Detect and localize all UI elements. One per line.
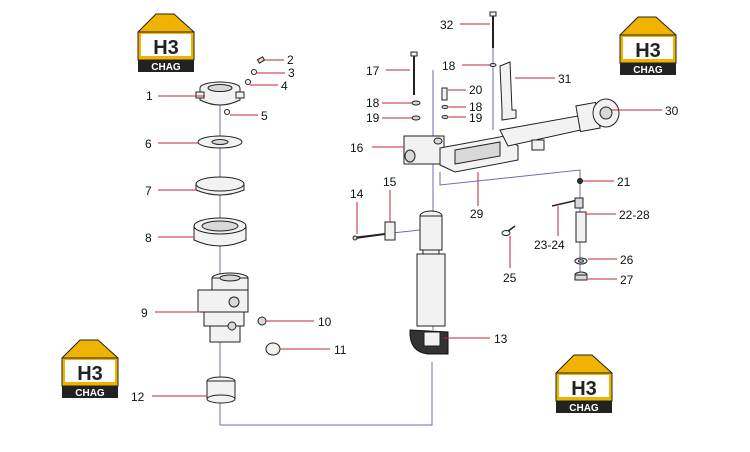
callout-1: 1	[146, 89, 153, 103]
brand-logo-top-right: H3 CHAG	[619, 16, 677, 76]
logo-name: CHAG	[569, 403, 599, 414]
callout-31: 31	[558, 72, 572, 86]
part-14-pin	[352, 233, 386, 241]
callout-29: 29	[470, 207, 484, 221]
part-25-link	[501, 225, 516, 236]
part-32-bolt	[489, 11, 497, 48]
callout-19-a: 19	[366, 111, 380, 125]
callout-5: 5	[261, 109, 268, 123]
callout-labels: 1 2 3 4 5 6 7 8 9 10 11 12 13 14 15 16 1…	[131, 18, 679, 404]
part-17-bolt	[410, 51, 418, 95]
callout-11: 11	[334, 343, 347, 357]
callout-19-b: 19	[469, 111, 483, 125]
part-31-clamp	[499, 61, 517, 121]
logo-name: CHAG	[151, 62, 181, 73]
logo-mark: H3	[77, 363, 103, 385]
callout-18-a: 18	[366, 96, 380, 110]
callout-17: 17	[366, 64, 380, 78]
callout-14: 14	[350, 187, 364, 201]
callout-13: 13	[494, 332, 508, 346]
brand-logo-bottom-right: H3 CHAG	[555, 354, 613, 414]
logo-mark: H3	[153, 37, 179, 59]
callout-25: 25	[503, 271, 517, 285]
logo-name: CHAG	[75, 388, 105, 399]
part-13-strut	[409, 210, 449, 355]
callout-9: 9	[141, 306, 148, 320]
callout-12: 12	[131, 390, 145, 404]
part-7-disc	[195, 176, 245, 196]
logo-mark: H3	[571, 378, 597, 400]
logo-mark: H3	[635, 40, 661, 62]
logo-name: CHAG	[633, 65, 663, 76]
part-1-bearing-housing	[195, 81, 245, 106]
part-6-plate	[197, 135, 243, 149]
callout-20: 20	[469, 83, 483, 97]
brand-logo-top-left: H3 CHAG	[137, 13, 195, 73]
part-12-bushing	[206, 376, 236, 404]
callout-8: 8	[145, 231, 152, 245]
callout-30: 30	[665, 104, 679, 118]
callout-18-c: 18	[469, 100, 483, 114]
callout-6: 6	[145, 137, 152, 151]
callout-27: 27	[620, 273, 634, 287]
callout-16: 16	[350, 141, 364, 155]
brand-logo-bottom-left: H3 CHAG	[61, 339, 119, 399]
callout-3: 3	[288, 66, 295, 80]
callout-15: 15	[383, 175, 397, 189]
parts-18-19-20-washers	[411, 63, 497, 121]
parts-22-28-sensor-assembly	[551, 197, 588, 281]
callout-2: 2	[287, 53, 294, 67]
part-10-nut	[257, 316, 267, 326]
leader-lines	[152, 23, 662, 397]
part-30-actuator-cylinder	[499, 98, 620, 151]
callout-32: 32	[440, 18, 454, 32]
callout-10: 10	[318, 315, 332, 329]
part-11-cap	[265, 342, 281, 356]
callout-4: 4	[281, 79, 288, 93]
part-8-seal-ring	[193, 217, 247, 247]
assembly-axis-lines	[219, 40, 581, 426]
callout-21: 21	[617, 175, 631, 189]
callout-7: 7	[145, 184, 152, 198]
part-15-spacer	[384, 221, 396, 241]
callout-22-28: 22-28	[619, 208, 650, 222]
part-16-mount-block	[403, 135, 445, 165]
callout-26: 26	[620, 253, 634, 267]
part-9-cylinder-body	[197, 272, 249, 343]
part-2-3-4-5-fasteners	[224, 56, 266, 115]
callout-18-b: 18	[442, 59, 456, 73]
callout-23-24: 23-24	[534, 238, 565, 252]
part-21-nut	[577, 178, 583, 184]
